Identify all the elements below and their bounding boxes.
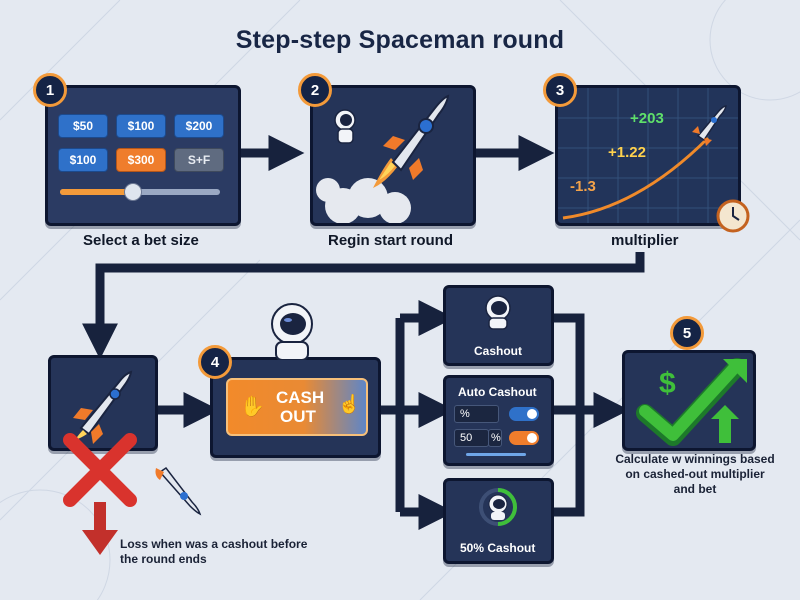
launch-panel (310, 85, 476, 226)
astronaut-progress-icon (479, 488, 517, 526)
multiplier-panel: +203 +1.22 -1.3 (555, 85, 741, 226)
bet-chip[interactable]: $100 (116, 114, 166, 138)
multiplier-graph (558, 88, 738, 223)
step-caption: Regin start round (328, 232, 454, 249)
bet-slider-fill (60, 189, 132, 195)
bet-chip-selected[interactable]: $300 (116, 148, 166, 172)
rocket-icon (692, 105, 727, 146)
rocket-icon (383, 94, 450, 180)
win-caption: Calculate w winnings based on cashed-out… (615, 452, 775, 496)
auto-cashout-amount-field[interactable]: 50 (454, 429, 489, 447)
cash-out-label-line1: CASH (276, 388, 325, 407)
rocket-icon (73, 370, 133, 444)
cashout-option-panel[interactable]: Cashout (443, 285, 554, 366)
multiplier-value: +1.22 (608, 144, 646, 161)
auto-cashout-progress (466, 453, 526, 456)
cashout-option-label: Cashout (474, 344, 522, 358)
auto-cashout-title: Auto Cashout (458, 385, 537, 399)
rocket-launch-illustration (316, 94, 450, 223)
clock-icon (716, 199, 750, 233)
bet-panel: $50 $100 $200 $100 $300 S+F (45, 85, 241, 226)
dollar-icon: $ (659, 367, 676, 400)
step-badge: 1 (33, 73, 67, 107)
loss-icon (63, 433, 137, 555)
bet-chip[interactable]: S+F (174, 148, 224, 172)
half-cashout-panel[interactable]: 50% Cashout (443, 478, 554, 564)
cash-out-label-line2: OUT (280, 407, 316, 426)
multiplier-value: -1.3 (570, 178, 596, 195)
arrow-step3-to-row2 (82, 252, 645, 360)
step-caption: Select a bet size (83, 232, 199, 249)
winnings-panel: $ (622, 350, 756, 451)
auto-cashout-toggle[interactable] (509, 431, 539, 445)
falling-rocket-icon (155, 466, 202, 516)
merge-lines (550, 313, 585, 517)
step-badge: 5 (670, 316, 704, 350)
step-badge: 2 (298, 73, 332, 107)
tap-icon: ☝ (338, 394, 361, 414)
auto-cashout-panel: Auto Cashout % 50 % (443, 375, 554, 466)
bet-chip[interactable]: $100 (58, 148, 108, 172)
page-title: Step-step Spaceman round (235, 26, 565, 54)
auto-cashout-unit: % (488, 429, 502, 447)
loss-caption: Loss when was a cashout before the round… (120, 537, 308, 566)
cashout-panel: CASH OUT ✋ ☝ (210, 357, 381, 458)
bet-slider-knob[interactable] (124, 183, 142, 201)
hand-stop-icon: ✋ (240, 396, 265, 418)
bet-slider[interactable] (60, 183, 220, 201)
bet-chip[interactable]: $50 (58, 114, 108, 138)
win-check-icon (636, 358, 747, 446)
cash-out-button[interactable]: CASH OUT ✋ ☝ (226, 378, 368, 436)
auto-cashout-field[interactable]: % (454, 405, 499, 423)
step-badge: 4 (198, 345, 232, 379)
auto-cashout-toggle[interactable] (509, 407, 539, 421)
half-cashout-label: 50% Cashout (460, 541, 536, 555)
astronaut-icon (334, 109, 356, 144)
astronaut-icon (485, 295, 511, 330)
astronaut-icon (271, 303, 313, 360)
bet-chip[interactable]: $200 (174, 114, 224, 138)
rocket-panel (48, 355, 158, 451)
multiplier-value: +203 (630, 110, 664, 127)
step-badge: 3 (543, 73, 577, 107)
step-caption: multiplier (611, 232, 679, 249)
